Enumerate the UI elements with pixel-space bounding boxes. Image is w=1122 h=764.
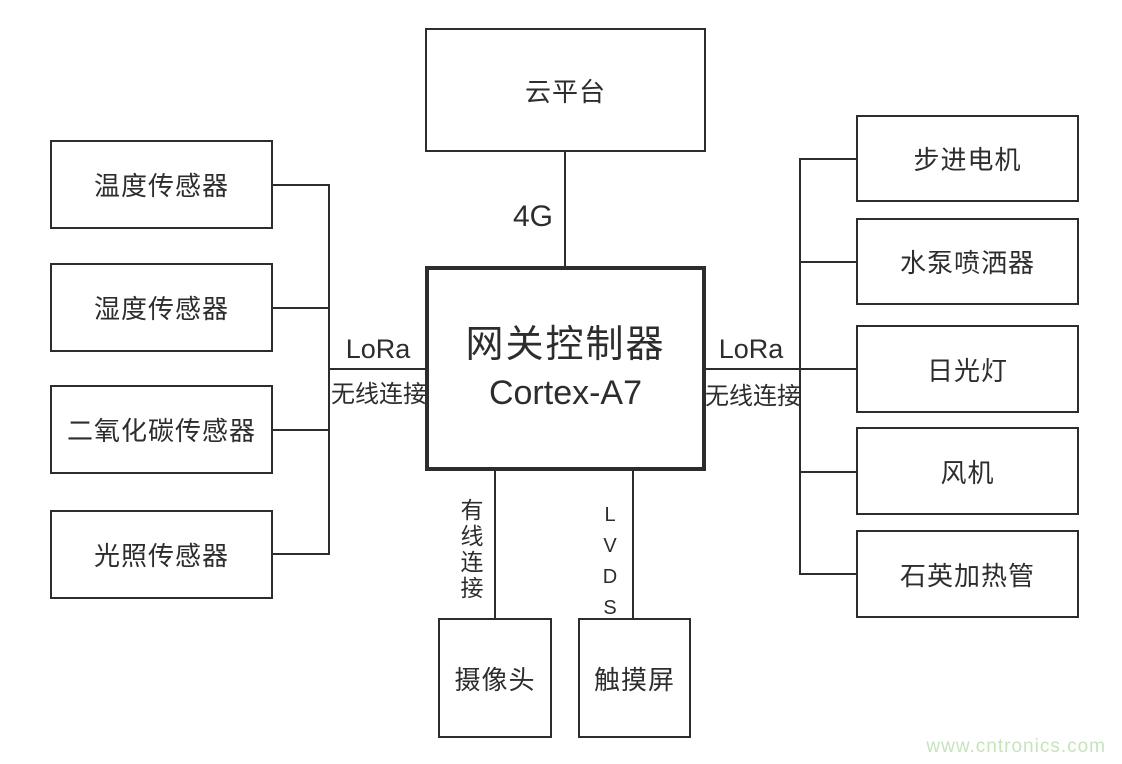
right-bus-line [799, 158, 801, 575]
node-cloud-platform-label: 云平台 [524, 76, 606, 107]
connector-leftbus-gateway [328, 368, 425, 370]
node-camera: 摄像头 [438, 618, 552, 738]
label-wired-link: 有线连接 [457, 498, 483, 602]
node-label: 摄像头 [454, 664, 536, 695]
node-fan: 风机 [856, 427, 1079, 515]
node-label: 触摸屏 [593, 664, 675, 695]
connector-gateway-camera [494, 471, 496, 618]
connector-lamp [799, 368, 856, 370]
connector-gateway-touchscreen [632, 471, 634, 618]
connector-co2 [273, 429, 330, 431]
label-right-lora: LoRa [718, 334, 784, 364]
connector-cloud-gateway [564, 152, 566, 266]
node-label: 湿度传感器 [93, 294, 229, 324]
label-left-lora: LoRa [345, 334, 411, 364]
node-co2-sensor: 二氧化碳传感器 [50, 385, 273, 474]
connector-heater [799, 573, 856, 575]
node-temperature-sensor: 温度传感器 [50, 140, 273, 229]
connector-temperature [273, 184, 330, 186]
node-label: 温度传感器 [93, 171, 229, 201]
connector-gateway-rightbus [705, 368, 801, 370]
node-label: 日光灯 [926, 355, 1008, 386]
node-light-sensor: 光照传感器 [50, 510, 273, 599]
label-lvds-link: LVDS [599, 504, 621, 628]
label-right-wireless: 无线连接 [705, 383, 801, 410]
node-stepper-motor: 步进电机 [856, 115, 1079, 202]
watermark-text: www.cntronics.com [926, 736, 1106, 757]
node-fluorescent-lamp: 日光灯 [856, 325, 1079, 413]
node-cloud-platform: 云平台 [425, 28, 706, 152]
node-label: 光照传感器 [93, 541, 229, 571]
connector-water-pump [799, 261, 856, 263]
gateway-subtitle: Cortex-A7 [488, 374, 643, 413]
connector-fan [799, 471, 856, 473]
node-humidity-sensor: 湿度传感器 [50, 263, 273, 352]
node-label: 水泵喷洒器 [899, 248, 1035, 278]
node-water-pump-sprayer: 水泵喷洒器 [856, 218, 1079, 305]
label-left-wireless: 无线连接 [331, 381, 427, 408]
node-label: 二氧化碳传感器 [66, 416, 256, 446]
node-label: 风机 [940, 457, 995, 488]
connector-stepper-motor [799, 158, 856, 160]
node-quartz-heater: 石英加热管 [856, 530, 1079, 618]
node-gateway-controller: 网关控制器 Cortex-A7 [425, 266, 706, 471]
gateway-title: 网关控制器 [465, 323, 666, 366]
node-label: 步进电机 [913, 145, 1022, 175]
node-label: 石英加热管 [899, 560, 1035, 591]
node-touchscreen: 触摸屏 [578, 618, 691, 738]
connector-humidity [273, 307, 330, 309]
connector-light [273, 553, 330, 555]
label-4g-link: 4G [512, 200, 553, 233]
